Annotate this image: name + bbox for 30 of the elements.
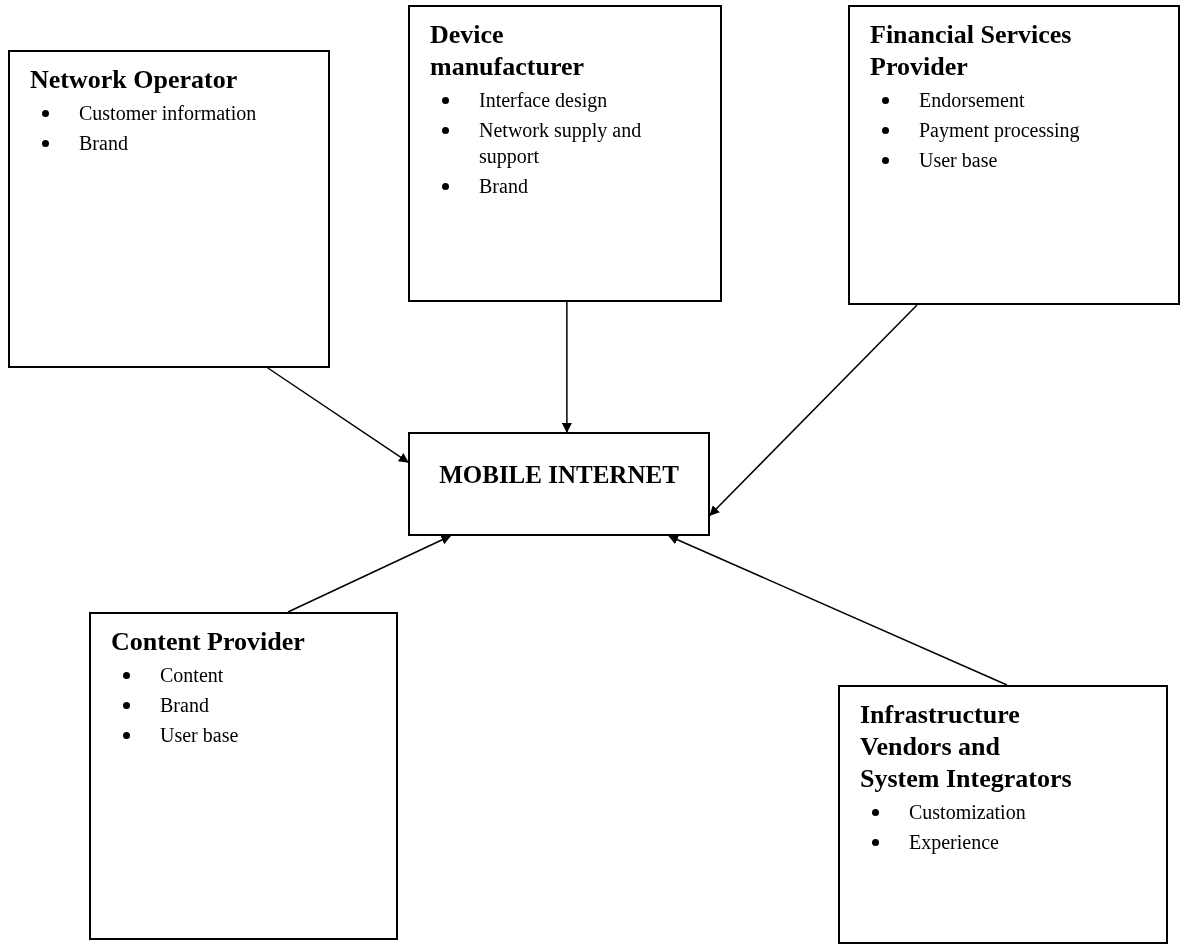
list-item: Brand [479, 174, 528, 199]
list-item: Customization [909, 800, 1026, 825]
list-item: User base [919, 148, 998, 173]
box-heading: Financial Services Provider [870, 19, 1073, 83]
role-box [89, 612, 398, 940]
arrow [709, 304, 918, 516]
role-box [408, 5, 722, 302]
arrow [267, 367, 409, 463]
arrow [668, 535, 1008, 686]
role-box [8, 50, 330, 368]
list-item: Customer information [79, 101, 257, 126]
arrow [287, 535, 452, 613]
box-heading: Device manufacturer [430, 19, 586, 83]
list-item: Payment processing [919, 118, 1080, 143]
box-heading: Content Provider [111, 626, 306, 658]
list-item: Endorsement [919, 88, 1025, 113]
center-box [408, 432, 710, 536]
role-box [838, 685, 1168, 944]
list-item: Brand [160, 693, 209, 718]
list-item: Brand [79, 131, 128, 156]
arrow [561, 301, 572, 433]
list-item: User base [160, 723, 239, 748]
list-item: Content [160, 663, 224, 688]
list-item: Interface design [479, 88, 608, 113]
role-box [848, 5, 1180, 305]
box-heading: Infrastructure Vendors and System Integrators [860, 699, 1073, 795]
list-item: Network supply and support [479, 118, 643, 169]
box-heading: Network Operator [30, 64, 239, 96]
list-item: Experience [909, 830, 999, 855]
box-heading: MOBILE INTERNET [438, 460, 680, 490]
